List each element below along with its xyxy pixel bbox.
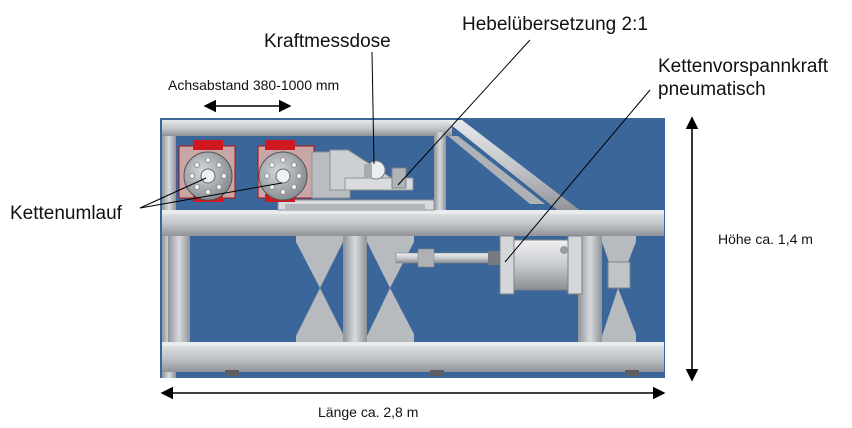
label-hoehe: Höhe ca. 1,4 m [718, 231, 813, 247]
frame-lower-post-1 [168, 236, 190, 342]
frame-bottom-beam [162, 342, 664, 372]
load-cell-mount [364, 164, 372, 178]
rod-nut [488, 251, 500, 265]
frame-mid-beam [162, 210, 664, 236]
frame-mid-beam-lip [162, 210, 664, 214]
cylinder-cap-left [499, 235, 515, 295]
label-hebel: Hebelübersetzung 2:1 [462, 14, 648, 35]
leader-kraftmessdose [371, 51, 375, 165]
label-kettenvorspann-1: Kettenvorspannkraft [658, 56, 829, 77]
cylinder-cap-right [567, 235, 583, 295]
label-kettenvorspann-2: pneumatisch [658, 79, 766, 100]
rod-coupling [417, 248, 435, 268]
lever-pivot [391, 167, 407, 189]
label-kraftmessdose: Kraftmessdose [264, 31, 391, 52]
cylinder-port [560, 246, 568, 254]
frame-diagonal-strut-inner [448, 136, 545, 204]
sprocket-1-bolts [189, 157, 227, 195]
leader-hebel [397, 39, 531, 186]
motor-2-red-top [265, 140, 295, 150]
label-achsabstand: Achsabstand 380-1000 mm [168, 77, 340, 93]
leader-kettenvorspann [504, 89, 651, 263]
motor-1-red-top [193, 140, 223, 150]
sprocket-2-hub [275, 168, 291, 184]
frame-top-rail [162, 120, 452, 136]
leader-kettenumlauf-2 [139, 182, 283, 209]
leader-kettenumlauf-1 [139, 177, 207, 209]
sprocket-2-bolts [264, 157, 302, 195]
foot-2 [430, 370, 444, 376]
frame-mid-post-top [434, 132, 446, 212]
frame-diagonal-strut [445, 120, 582, 212]
sprocket-1-hub [200, 168, 216, 184]
measuring-base-plate-lower [285, 204, 425, 210]
foot-3 [625, 370, 639, 376]
frame-xbrace-left [296, 236, 343, 342]
frame-bottom-beam-lip [162, 342, 664, 346]
frame-lower-post-2 [343, 236, 367, 342]
label-laenge: Länge ca. 2,8 m [318, 404, 419, 420]
piston-rod [395, 252, 501, 264]
cylinder-mount [607, 261, 631, 289]
label-kettenumlauf: Kettenumlauf [10, 203, 122, 224]
foot-1 [225, 370, 239, 376]
